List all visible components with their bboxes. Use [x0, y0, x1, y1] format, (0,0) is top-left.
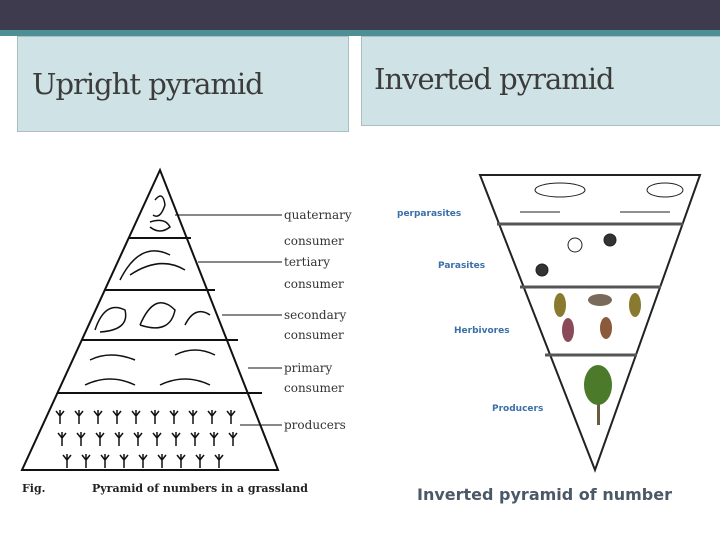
upright-title: Upright pyramid — [32, 67, 264, 101]
grass-tuft — [131, 410, 141, 424]
figure-label: Fig. — [22, 482, 46, 495]
inverted-labels: perparasites Parasites Herbivores Produc… — [397, 209, 672, 504]
grass-tuft — [150, 410, 160, 424]
level-label: Producers — [492, 404, 543, 414]
grass-tuft — [112, 410, 122, 424]
inverted-title-box: Inverted pyramid — [361, 36, 720, 126]
upright-pyramid-outline — [20, 167, 280, 471]
organism-sketches — [84, 195, 216, 386]
level-label: consumer — [284, 381, 344, 395]
grass-tuft — [214, 454, 224, 468]
upright-caption: Pyramid of numbers in a grassland — [92, 482, 308, 495]
grass-tuft — [93, 410, 103, 424]
upright-title-box: Upright pyramid — [17, 36, 349, 132]
inverted-pyramid-outline — [478, 174, 702, 473]
slide-header-bar — [0, 0, 720, 30]
grass-tuft — [152, 432, 162, 446]
level-label: primary — [284, 361, 333, 375]
grass-tuft — [114, 432, 124, 446]
parasite-sketches — [520, 182, 684, 277]
level-label: consumer — [284, 234, 344, 248]
grass-tuft — [188, 410, 198, 424]
inverted-title: Inverted pyramid — [374, 62, 615, 96]
grass-tuft — [55, 410, 65, 424]
upright-labels: quaternary consumer tertiary consumer se… — [22, 208, 352, 495]
level-label: consumer — [284, 277, 344, 291]
grass-tuft — [226, 410, 236, 424]
grass-tuft — [57, 432, 67, 446]
grass-tuft — [133, 432, 143, 446]
grass-tuft — [157, 454, 167, 468]
grass-tuft — [195, 454, 205, 468]
level-label: secondary — [284, 308, 347, 322]
inverted-pyramid — [478, 174, 702, 473]
level-label: Herbivores — [454, 326, 510, 336]
grass-tuft — [74, 410, 84, 424]
grass-tuft — [119, 454, 129, 468]
header-accent-line — [0, 30, 720, 36]
grass-tuft — [190, 432, 200, 446]
grass-tuft — [62, 454, 72, 468]
grass-tuft — [207, 410, 217, 424]
level-label: consumer — [284, 328, 344, 342]
level-label: tertiary — [284, 255, 330, 269]
herbivore-birds — [554, 293, 641, 342]
grass-tuft — [95, 432, 105, 446]
producer-grass — [55, 410, 238, 468]
tree-icon — [584, 365, 612, 425]
level-label: Parasites — [438, 261, 485, 271]
grass-tuft — [169, 410, 179, 424]
level-label: quaternary — [284, 208, 352, 222]
grass-tuft — [209, 432, 219, 446]
grass-tuft — [81, 454, 91, 468]
grass-tuft — [138, 454, 148, 468]
level-label: producers — [284, 418, 346, 432]
grass-tuft — [176, 454, 186, 468]
upright-pyramid — [20, 167, 282, 471]
grass-tuft — [228, 432, 238, 446]
inverted-caption: Inverted pyramid of number — [417, 485, 672, 504]
grass-tuft — [171, 432, 181, 446]
grass-tuft — [76, 432, 86, 446]
level-label: perparasites — [397, 209, 461, 219]
grass-tuft — [100, 454, 110, 468]
